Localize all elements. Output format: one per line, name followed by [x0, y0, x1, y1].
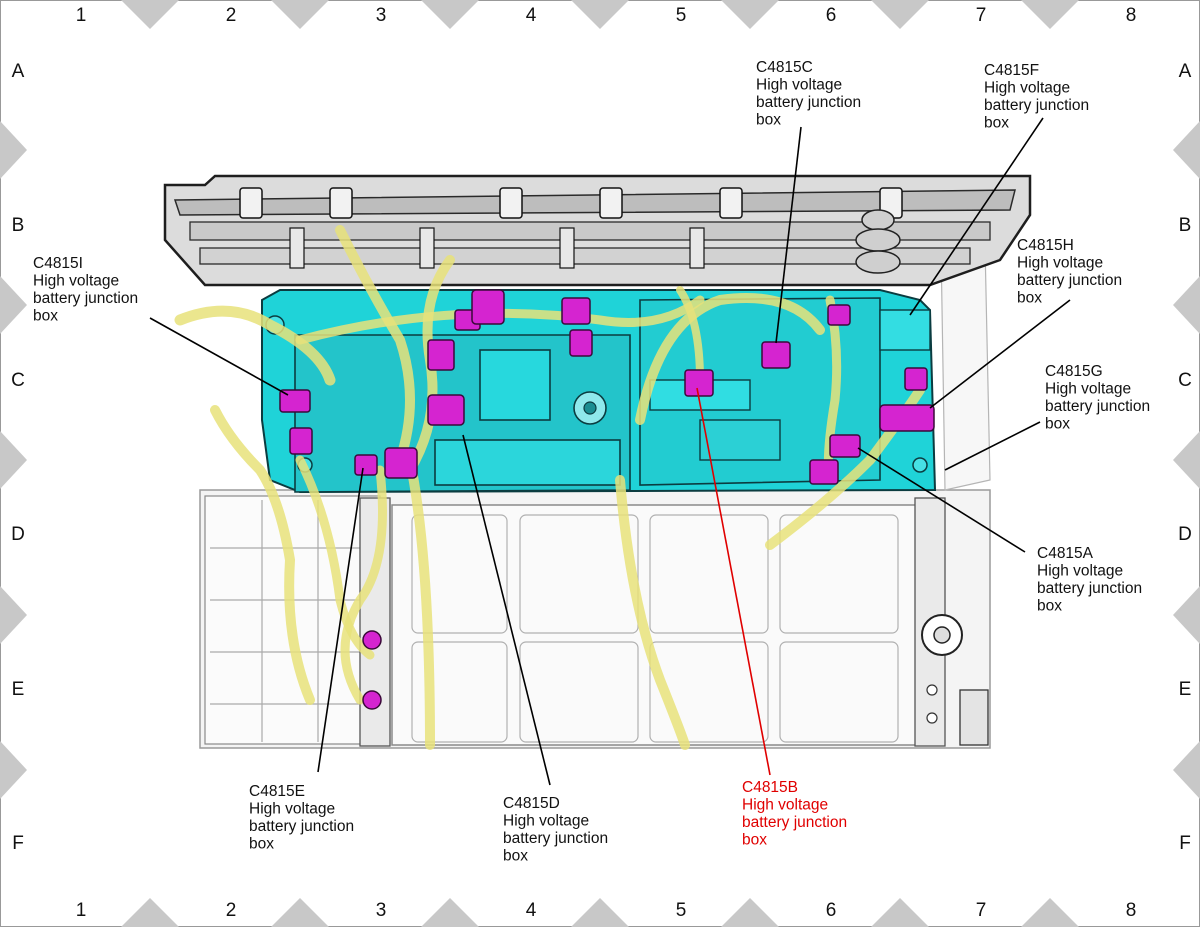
callout-desc: High voltage [742, 797, 828, 814]
connector-c4815e-shape [354, 454, 378, 476]
column-labels-top: 1 2 3 4 5 6 7 8 [76, 5, 1137, 26]
callout-c4815i: C4815I High voltage battery junction box [33, 255, 289, 396]
callout-desc: battery junction [984, 97, 1089, 114]
svg-text:C4815G High voltage: C4815G High voltage battery junction box [1045, 363, 1154, 433]
col-label-top: 6 [826, 5, 837, 26]
callout-desc: battery junction [1045, 398, 1150, 415]
callout-id: C4815D [503, 795, 560, 812]
callout-id: C4815H [1017, 237, 1074, 254]
callout-desc: box [1037, 598, 1062, 615]
callout-desc: battery junction [742, 814, 847, 831]
callout-desc: High voltage [756, 77, 842, 94]
row-label-left: D [11, 524, 25, 545]
col-label-bottom: 8 [1126, 900, 1137, 921]
callout-id: C4815C [756, 59, 813, 76]
row-label-right: D [1178, 524, 1192, 545]
callout-c4815h: C4815H High voltage battery junction box [929, 237, 1126, 409]
svg-text:C4815A High voltage: C4815A High voltage battery junction box [1037, 545, 1146, 615]
svg-text:C4815I High voltage: C4815I High voltage battery junction box [33, 255, 142, 325]
callout-c4815f: C4815F High voltage battery junction box [909, 62, 1093, 316]
callout-desc: box [742, 832, 767, 849]
column-labels-bottom: 1 2 3 4 5 6 7 8 [76, 900, 1137, 921]
row-labels-left: A B C D E F [11, 61, 25, 854]
row-label-left: F [12, 833, 24, 854]
callout-desc: box [503, 848, 528, 865]
callout-desc: battery junction [249, 818, 354, 835]
svg-text:C4815C High voltage: C4815C High voltage battery junction box [756, 59, 865, 129]
col-label-bottom: 6 [826, 900, 837, 921]
callout-c4815d: C4815D High voltage battery junction box [462, 434, 612, 865]
row-label-right: B [1179, 215, 1192, 236]
callout-desc: box [249, 836, 274, 853]
col-label-top: 1 [76, 5, 87, 26]
callout-desc: battery junction [503, 830, 608, 847]
col-label-top: 7 [976, 5, 987, 26]
svg-text:C4815H High voltage: C4815H High voltage battery junction box [1017, 237, 1126, 307]
row-labels-right: A B C D E F [1178, 61, 1192, 854]
callout-desc: High voltage [984, 80, 1070, 97]
callout-c4815g: C4815G High voltage battery junction box [944, 363, 1154, 471]
callout-id: C4815B [742, 779, 798, 796]
svg-text:C4815F High voltage: C4815F High voltage battery junction box [984, 62, 1093, 132]
col-label-bottom: 1 [76, 900, 87, 921]
col-label-top: 8 [1126, 5, 1137, 26]
callout-desc: box [1045, 416, 1070, 433]
connector-c4815b-shape [684, 369, 714, 397]
callout-c4815e: C4815E High voltage battery junction box [249, 467, 364, 853]
callout-desc: box [1017, 290, 1042, 307]
row-label-right: F [1179, 833, 1191, 854]
callout-desc: battery junction [1017, 272, 1122, 289]
col-label-bottom: 7 [976, 900, 987, 921]
callout-c4815c: C4815C High voltage battery junction box [756, 59, 865, 344]
callout-c4815b: C4815B High voltage battery junction box [696, 387, 851, 849]
callout-desc: High voltage [1037, 563, 1123, 580]
row-label-left: A [12, 61, 25, 82]
callout-desc: box [984, 115, 1009, 132]
row-label-left: C [11, 370, 25, 391]
callout-id: C4815A [1037, 545, 1094, 562]
connector-c4815c-shape [761, 341, 791, 369]
col-label-top: 3 [376, 5, 387, 26]
col-label-top: 5 [676, 5, 687, 26]
connector-c4815a-shape [829, 434, 861, 458]
svg-text:C4815B High voltage: C4815B High voltage battery junction box [742, 779, 851, 849]
col-label-bottom: 2 [226, 900, 237, 921]
row-label-left: B [12, 215, 25, 236]
callout-desc: High voltage [1017, 255, 1103, 272]
callout-id: C4815E [249, 783, 305, 800]
svg-text:C4815D High voltage: C4815D High voltage battery junction box [503, 795, 612, 865]
callout-desc: battery junction [33, 290, 138, 307]
connectors [279, 289, 935, 710]
battery-tray [199, 183, 991, 749]
callout-id: C4815I [33, 255, 83, 272]
callout-desc: High voltage [1045, 381, 1131, 398]
col-label-bottom: 5 [676, 900, 687, 921]
cables [174, 225, 925, 750]
callout-desc: High voltage [503, 813, 589, 830]
callout-id: C4815F [984, 62, 1039, 79]
row-label-left: E [12, 679, 25, 700]
col-label-top: 4 [526, 5, 537, 26]
col-label-top: 2 [226, 5, 237, 26]
callout-desc: High voltage [33, 273, 119, 290]
connector-c4815d-shape [427, 394, 465, 426]
callout-id: C4815G [1045, 363, 1103, 380]
callout-desc: battery junction [1037, 580, 1142, 597]
callout-desc: battery junction [756, 94, 861, 111]
callout-desc: box [33, 308, 58, 325]
callout-desc: box [756, 112, 781, 129]
top-cover [163, 174, 1032, 287]
callout-c4815a: C4815A High voltage battery junction box [857, 447, 1146, 615]
connector-c4815h-shape [879, 404, 935, 432]
battery-illustration [163, 174, 1032, 750]
row-label-right: A [1179, 61, 1192, 82]
row-label-right: C [1178, 370, 1192, 391]
row-label-right: E [1179, 679, 1192, 700]
col-label-bottom: 4 [526, 900, 537, 921]
callout-desc: High voltage [249, 801, 335, 818]
svg-text:C4815E High voltage: C4815E High voltage battery junction box [249, 783, 358, 853]
col-label-bottom: 3 [376, 900, 387, 921]
